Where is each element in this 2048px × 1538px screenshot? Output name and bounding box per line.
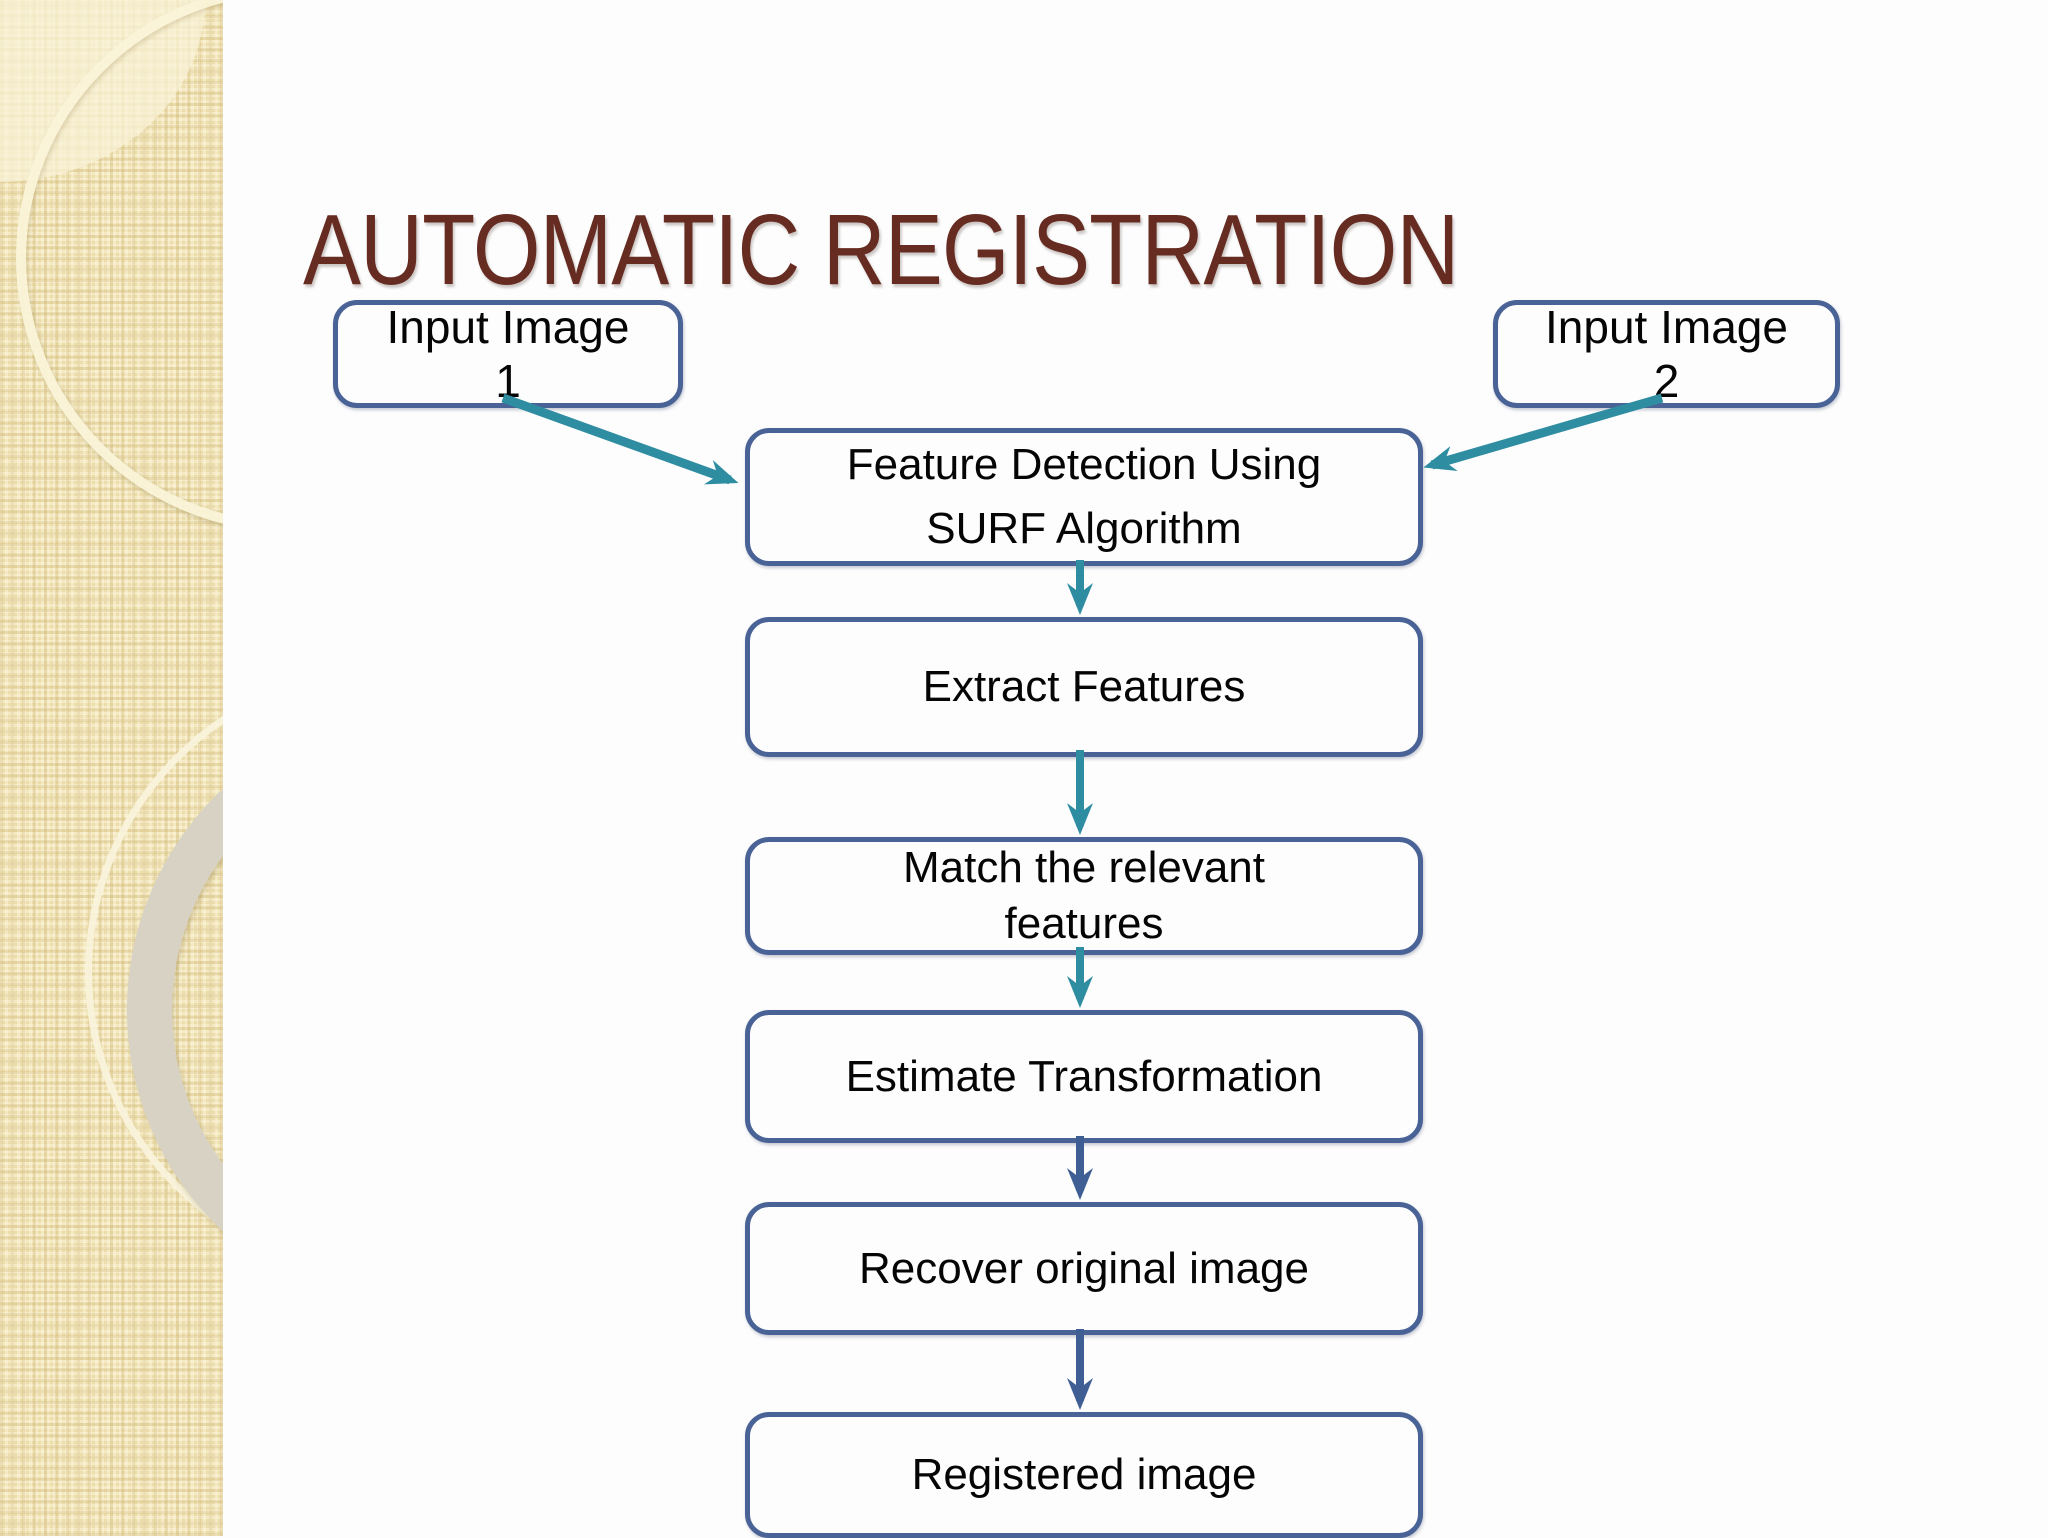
flow-node-label: Estimate Transformation — [845, 1051, 1323, 1101]
flow-node-label: Registered image — [911, 1450, 1257, 1499]
flow-node-label: Input Image 1 — [386, 301, 630, 407]
flow-node-label: Input Image 2 — [1545, 301, 1788, 407]
flow-node-input-image-2: Input Image 2 — [1493, 300, 1840, 408]
flow-node-label: Extract Features — [922, 662, 1246, 711]
flow-node-recover-original-image: Recover original image — [745, 1202, 1423, 1335]
page-title: AUTOMATIC REGISTRATION — [303, 194, 1459, 306]
flow-node-label: Recover original image — [859, 1243, 1309, 1293]
flow-node-label: Feature Detection Using SURF Algorithm — [846, 440, 1322, 553]
flow-node-estimate-transformation: Estimate Transformation — [745, 1010, 1423, 1143]
flow-node-match-features: Match the relevant features — [745, 837, 1423, 955]
flow-node-extract-features: Extract Features — [745, 617, 1423, 757]
flow-arrow-input2-to-feature — [1423, 393, 1664, 472]
flow-node-feature-detection: Feature Detection Using SURF Algorithm — [745, 428, 1423, 566]
flow-node-registered-image: Registered image — [745, 1412, 1423, 1538]
flow-arrow-input1-to-feature — [501, 393, 739, 485]
flow-node-input-image-1: Input Image 1 — [333, 300, 683, 408]
flow-node-label: Match the relevant features — [903, 843, 1265, 948]
sidebar-ornament — [0, 0, 223, 1536]
